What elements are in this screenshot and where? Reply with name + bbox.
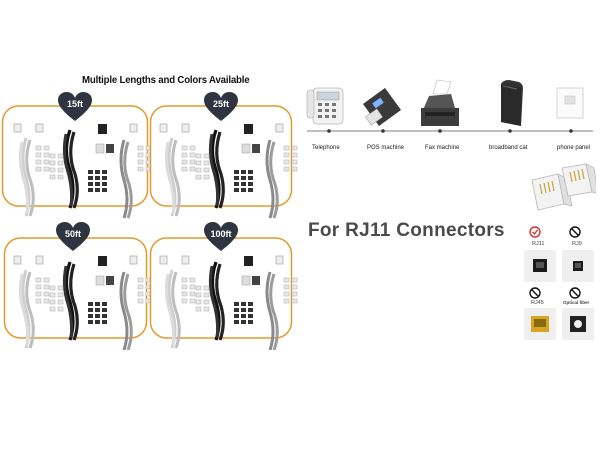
connector-label-rj11: RJ11 [532, 241, 545, 247]
length-badge-25ft: 25ft [204, 92, 238, 122]
length-label: 15ft [66, 99, 83, 109]
device-label-telephone: Telephone [312, 145, 340, 151]
connector-label-rj45: RJ45 [531, 300, 544, 306]
router-icon [501, 80, 523, 126]
prohibited-icon [569, 226, 581, 238]
device-label-pos: POS machine [367, 145, 405, 151]
optical-fiber-port [562, 308, 594, 340]
rj11-connectors-image [531, 163, 596, 211]
fax-machine-icon [421, 79, 459, 126]
prohibited-icon [569, 287, 581, 299]
prohibited-icon [529, 287, 541, 299]
length-badge-15ft: 15ft [58, 92, 92, 122]
main-title: For RJ11 Connectors [308, 220, 505, 241]
rj45-port [524, 308, 556, 340]
headline: Multiple Lengths and Colors Available [82, 74, 250, 86]
rj11-port [524, 250, 556, 282]
pos-machine-icon [363, 88, 401, 126]
device-label-fax: Fax machine [425, 145, 460, 151]
length-label: 25ft [212, 99, 229, 109]
rj9-port [562, 250, 594, 282]
connector-label-optical-fiber: Optical fiber [563, 300, 590, 305]
length-label: 100ft [210, 229, 232, 239]
device-label-broadband: broadband cat [489, 145, 528, 151]
cable-kits-illustration [1, 92, 300, 350]
length-badge-50ft: 50ft [56, 222, 90, 252]
device-label-phone-panel: phone panel [557, 145, 591, 151]
connector-label-rj9: RJ9 [572, 241, 582, 247]
length-label: 50ft [64, 229, 81, 239]
check-icon [529, 226, 541, 238]
telephone-icon [306, 87, 344, 125]
device-timeline [307, 129, 593, 133]
length-badge-100ft: 100ft [204, 222, 238, 252]
devices-row [306, 79, 584, 126]
wall-plate-icon [556, 87, 584, 119]
